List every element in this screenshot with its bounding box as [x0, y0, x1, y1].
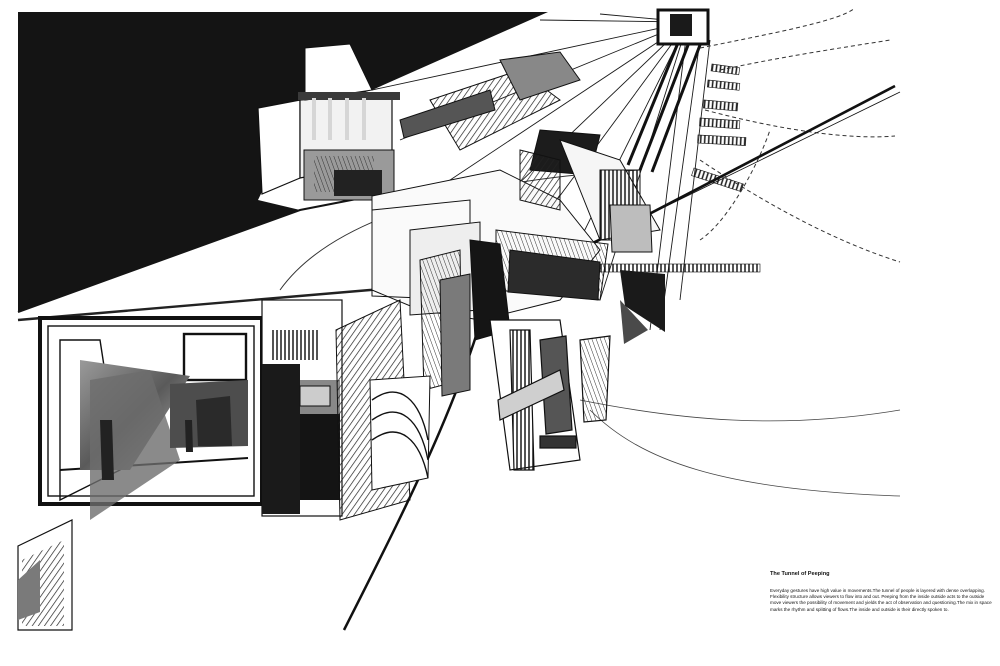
caption-body: Everyday gestures have high value in mov…	[770, 588, 992, 612]
middle-blocks	[261, 299, 431, 521]
caption-title: The Tunnel of Peeping	[770, 571, 830, 577]
corner-collage	[17, 519, 73, 631]
vanishing-box-inner	[670, 14, 692, 36]
central-structure	[371, 51, 661, 397]
floating-block	[257, 43, 400, 201]
left-frame	[38, 316, 264, 520]
black-field-edge	[17, 195, 373, 313]
caption-block: The Tunnel of Peeping Everyday gestures …	[770, 571, 992, 613]
black-field	[18, 12, 548, 312]
dashed-arcs	[699, 7, 901, 263]
thin-curves	[579, 399, 901, 497]
lower-right-cluster	[489, 319, 611, 471]
perspective-rays-bold	[626, 37, 702, 173]
dark-wedge	[620, 270, 665, 332]
